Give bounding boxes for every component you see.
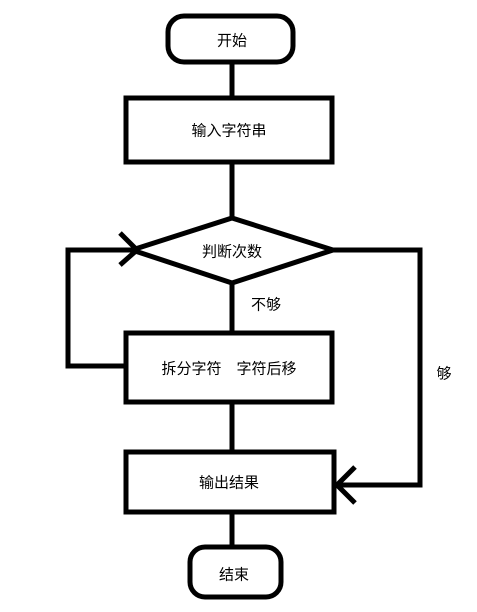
output-box — [123, 449, 337, 515]
enough-path-arrowhead — [333, 465, 357, 505]
process-box — [123, 330, 335, 405]
end-label: 结束 — [218, 565, 250, 584]
start-terminal — [165, 13, 296, 65]
decision-label: 判断次数 — [201, 242, 263, 261]
loop-back-line — [65, 247, 137, 369]
not-enough-label: 不够 — [250, 295, 282, 314]
decision-diamond — [123, 215, 342, 286]
end-terminal — [187, 544, 284, 600]
enough-label: 够 — [436, 364, 452, 383]
start-label: 开始 — [216, 31, 248, 50]
process-label: 拆分字符 字符后移 — [161, 359, 297, 378]
enough-path-line — [333, 247, 423, 488]
input-label: 输入字符串 — [191, 121, 267, 140]
input-box — [123, 95, 335, 165]
output-label: 输出结果 — [198, 473, 260, 492]
